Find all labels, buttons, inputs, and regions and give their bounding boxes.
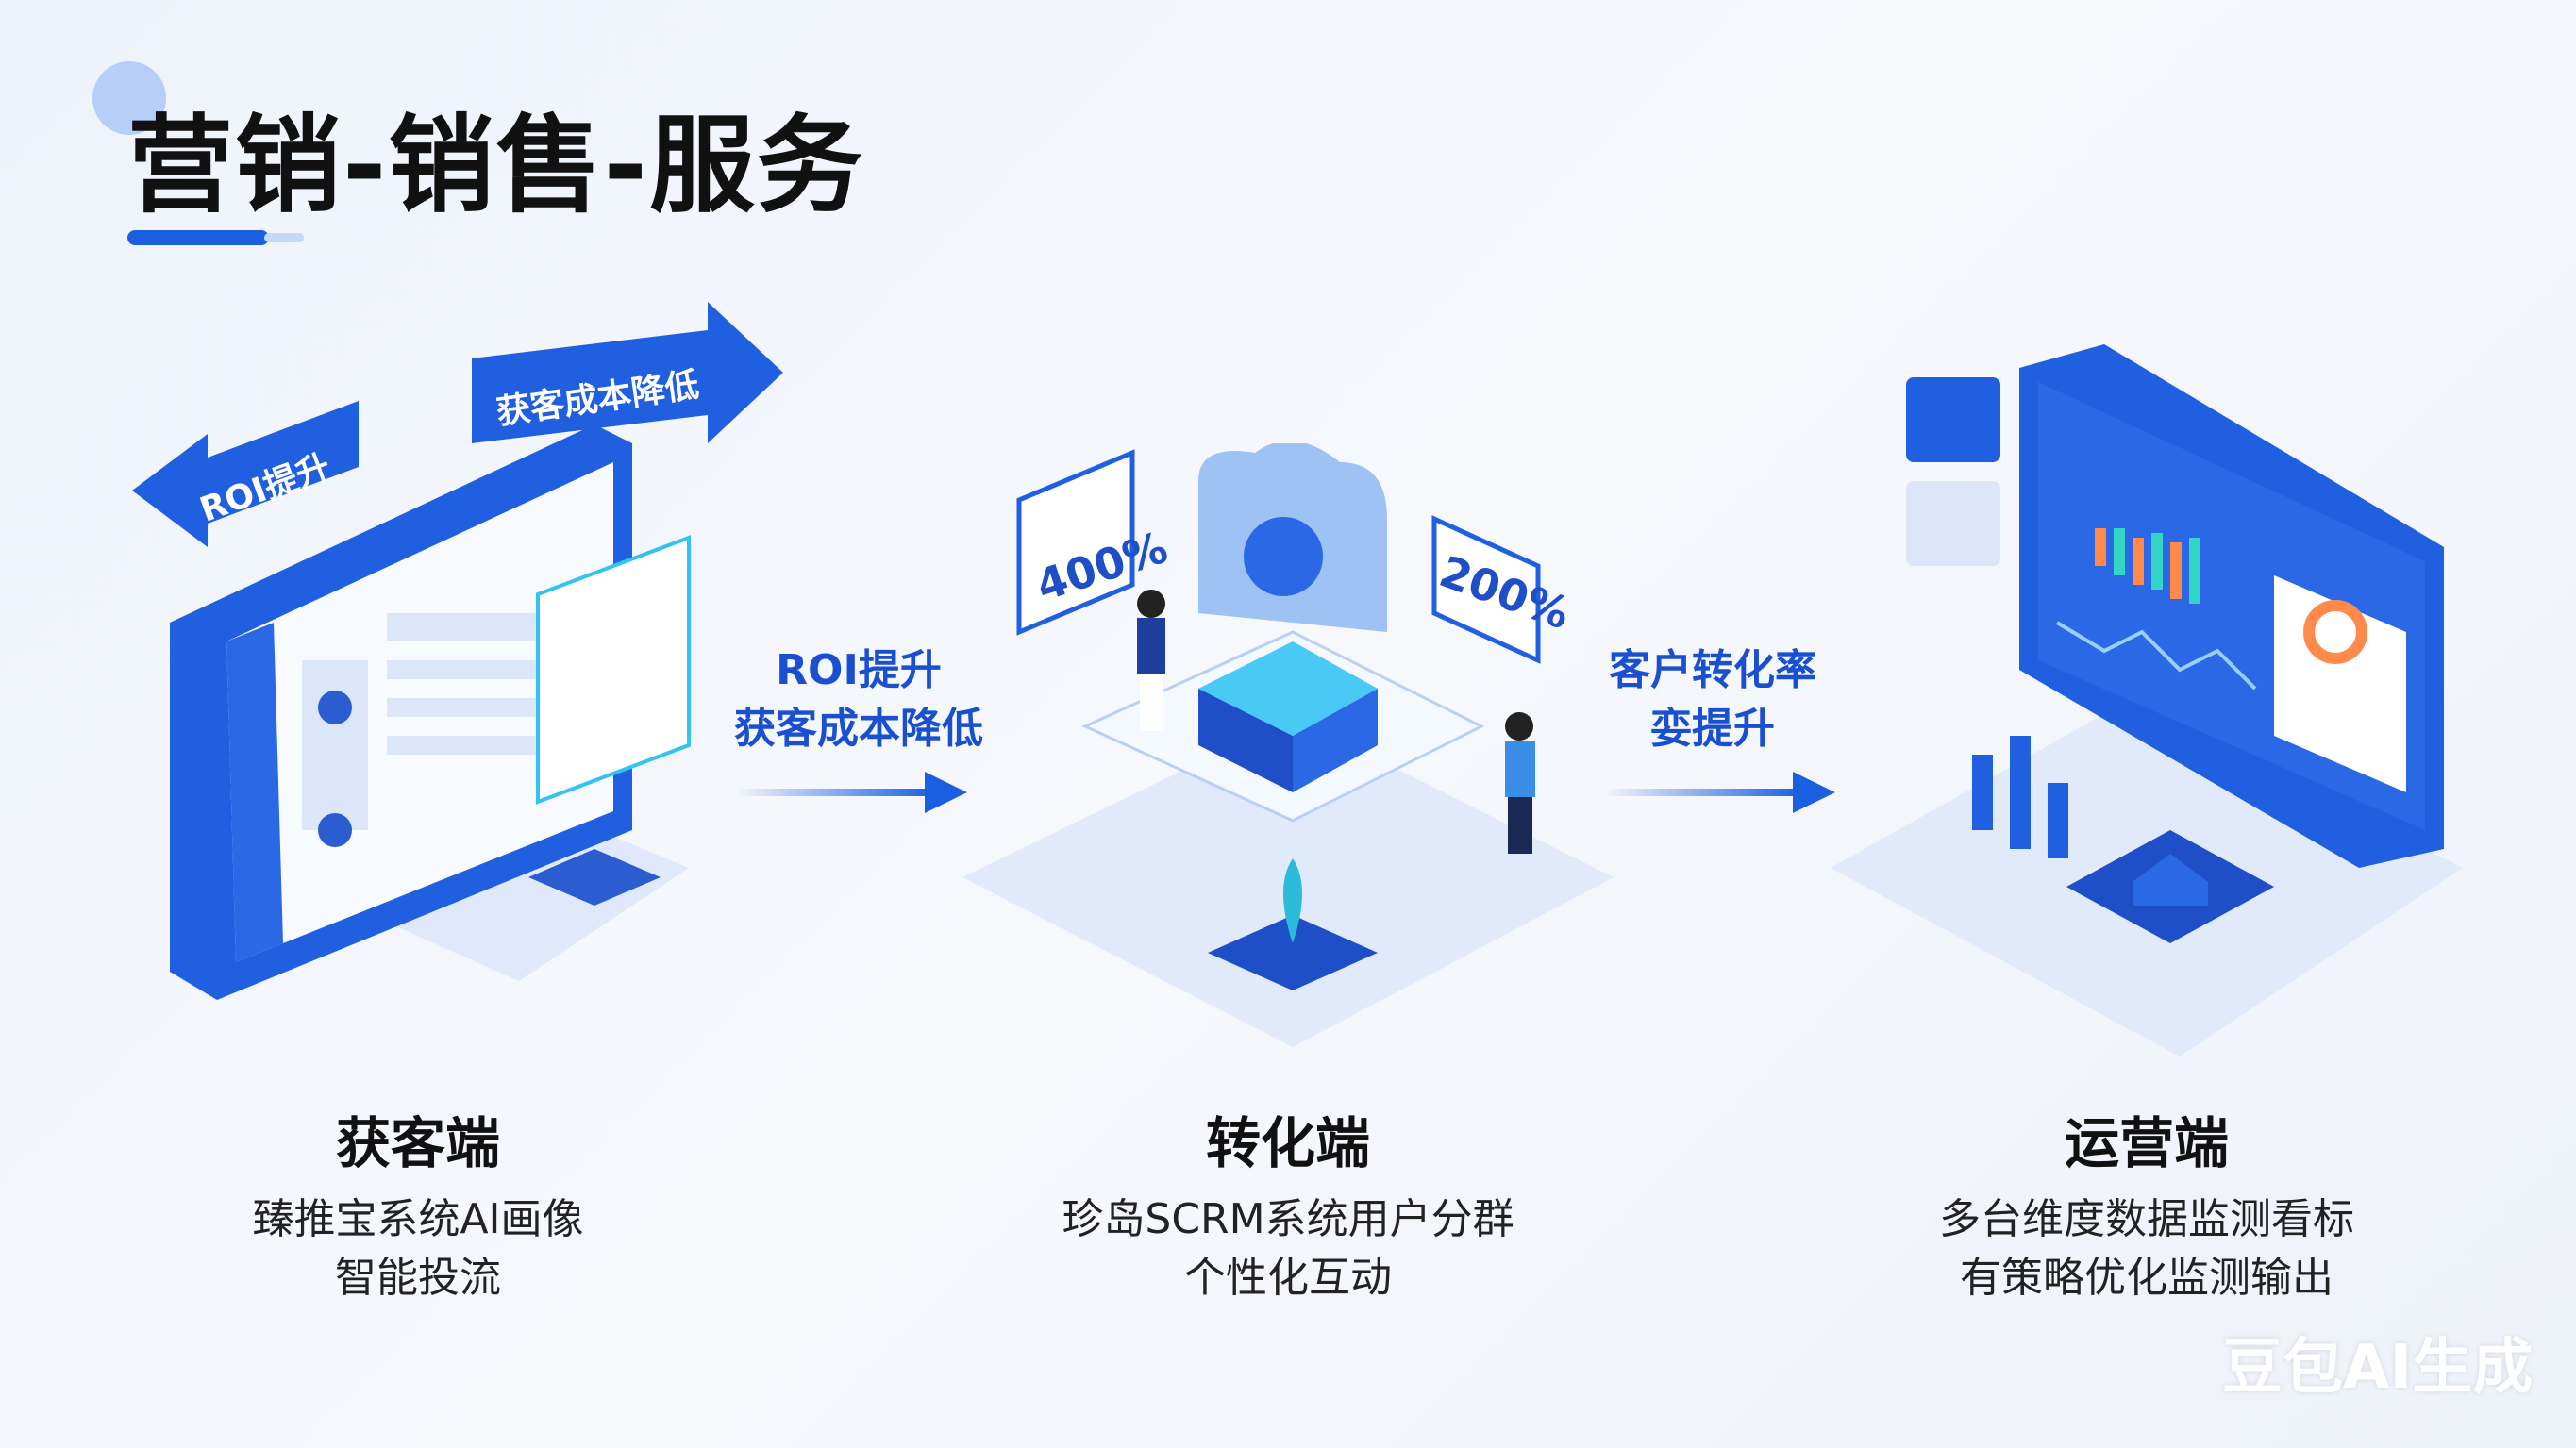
person-icon xyxy=(1505,712,1535,854)
stage-desc-conversion-1: 珍岛SCRM系统用户分群 xyxy=(1062,1195,1514,1243)
watermark: 豆包AI生成 xyxy=(2222,1333,2534,1403)
flow-text-1-line1: ROI提升 xyxy=(776,646,942,694)
server-top xyxy=(1198,641,1378,736)
tile-icon xyxy=(1906,481,2000,566)
page-title: 营销-销售-服务 xyxy=(127,105,864,227)
stage-desc-conversion-2: 个性化互动 xyxy=(1184,1254,1392,1302)
stat-card-right xyxy=(1431,515,1541,664)
flow-text-1: ROI提升 获客成本降低 xyxy=(670,641,1047,758)
plant-icon xyxy=(1283,858,1302,943)
cost-arrow xyxy=(472,302,783,443)
stage-label-operations: 运营端 xyxy=(2064,1111,2229,1175)
stage-label-conversion: 转化端 xyxy=(1205,1111,1370,1175)
flow-text-2: 客户转化率 娈提升 xyxy=(1524,641,1901,758)
stage-desc-operations-2: 有策略优化监测输出 xyxy=(1960,1254,2333,1302)
house-icon xyxy=(2133,854,2208,906)
title-underline xyxy=(127,230,269,245)
roi-arrow xyxy=(132,401,359,547)
stage-label-acquisition: 获客端 xyxy=(335,1111,500,1175)
acquisition-illustration: ROI提升 获客成本降低 xyxy=(132,302,783,1000)
gear-icon xyxy=(1244,517,1323,596)
avatar-icon xyxy=(318,813,352,847)
stage-desc-acquisition-2: 智能投流 xyxy=(335,1254,501,1302)
flow-text-2-line2: 娈提升 xyxy=(1650,705,1775,753)
donut-chart-icon xyxy=(2303,600,2367,664)
avatar-icon xyxy=(318,691,352,724)
conversion-illustration: 400% 200% xyxy=(962,443,1614,1047)
person-icon xyxy=(1137,590,1165,731)
screen-sidebar xyxy=(226,623,283,962)
profile-card xyxy=(302,660,368,830)
flow-arrow-1 xyxy=(736,772,967,813)
stat-card-left xyxy=(1016,449,1135,636)
operations-illustration xyxy=(1831,344,2463,1057)
tile-icon xyxy=(1906,377,2000,462)
plant-pot xyxy=(1208,915,1378,990)
popup-card xyxy=(536,535,691,805)
flow-text-2-line1: 客户转化率 xyxy=(1609,646,1816,694)
title-decoration-dot xyxy=(92,61,166,135)
line-chart-icon xyxy=(2055,621,2257,691)
3d-bar-chart xyxy=(1972,736,2068,858)
flow-arrow-2 xyxy=(1604,772,1835,813)
stage-desc-operations-1: 多台维度数据监测看标 xyxy=(1939,1195,2354,1243)
title-underline-accent xyxy=(264,233,304,242)
cube-icon xyxy=(528,849,661,906)
stage-desc-acquisition-1: 臻推宝系统AI画像 xyxy=(252,1195,584,1243)
bar-chart-icon xyxy=(2095,528,2182,599)
flow-text-1-line2: 获客成本降低 xyxy=(734,705,983,753)
